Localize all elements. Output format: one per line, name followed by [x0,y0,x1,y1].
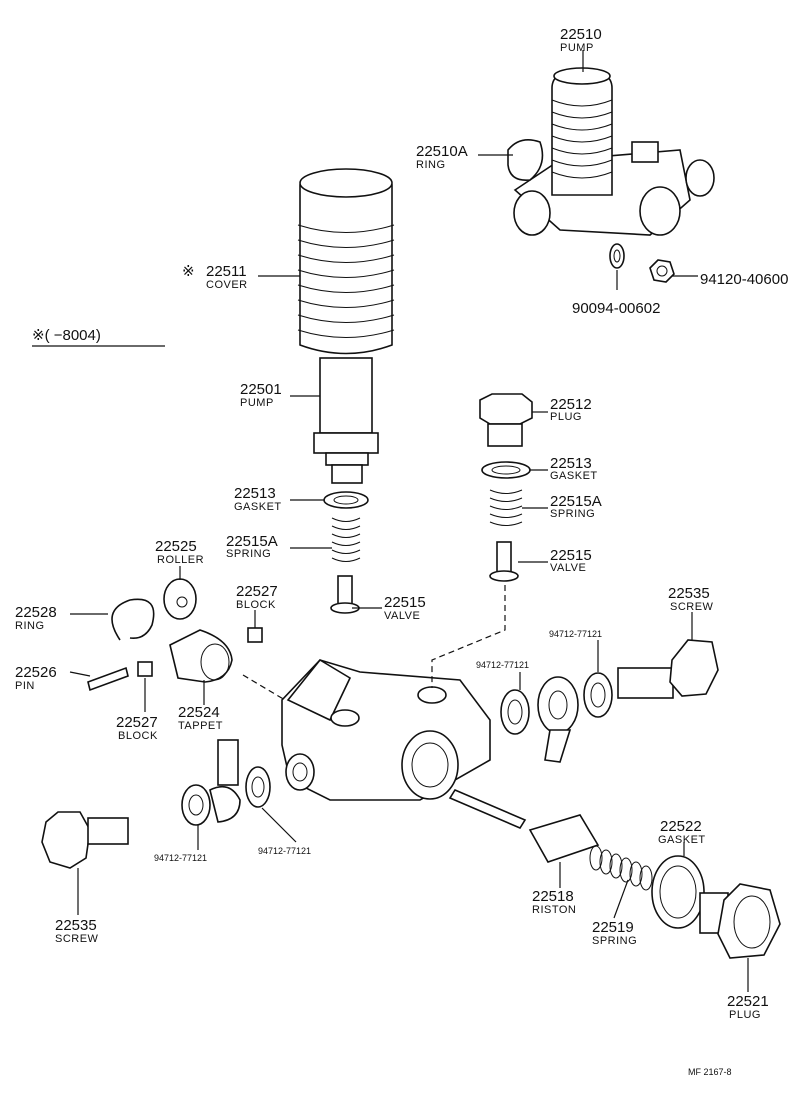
part-name: VALVE [550,562,586,574]
guide-line [431,585,506,688]
right-valve-stack-drawing [479,393,533,582]
part-number: 90094-00602 [572,300,660,317]
part-number: 22519 [592,919,634,936]
part-number: 22521 [727,993,769,1010]
part-number: 22525 [155,538,197,555]
part-number: 22510 [560,26,602,43]
part-number: 22526 [15,664,57,681]
cover-drawing [297,168,395,355]
part-number: 22515A [550,493,602,510]
part-number: 22522 [660,818,702,835]
part-number: 22515 [384,594,426,611]
part-name: PLUG [729,1009,761,1021]
part-number: 94712-77121 [549,629,602,639]
callouts: ※( −8004) 22510 PUMP 22510A RING ※ 22511… [15,26,788,1077]
part-number: 22528 [15,604,57,621]
edition-note: ※( −8004) [32,327,101,344]
part-number: 22501 [240,381,282,398]
part-name: RING [15,620,45,632]
part-name: GASKET [234,501,282,513]
piston-plug-drawing [448,788,781,959]
left-valve-stack-drawing [323,491,369,614]
part-name: SPRING [550,508,595,520]
part-number: 94712-77121 [258,846,311,856]
part-name: VALVE [384,610,420,622]
part-name: PIN [15,680,35,692]
part-name: PUMP [240,397,274,409]
part-number: 22518 [532,888,574,905]
part-number: 22515A [226,533,278,550]
part-name: BLOCK [236,599,276,611]
pump-shaft-drawing [313,357,379,484]
part-name: PLUG [550,411,582,423]
nut-washer-drawing [609,243,675,283]
part-number: 22527 [236,583,278,600]
part-name: GASKET [658,834,706,846]
right-banjo-drawing [500,639,719,763]
part-number: 22510A [416,143,468,160]
part-name: SCREW [670,601,714,613]
part-number: 94120-40600 [700,271,788,288]
pump-assembly-drawing [507,67,715,236]
part-name: SPRING [592,935,637,947]
part-number: 22524 [178,704,220,721]
guide-line [242,674,286,701]
part-number: 22513 [234,485,276,502]
part-name: SPRING [226,548,271,560]
part-name: GASKET [550,470,598,482]
tappet-parts-drawing [87,578,263,692]
part-number: 22513 [550,455,592,472]
supersession-mark: ※ [182,263,195,280]
part-name: SCREW [55,933,99,945]
figure-code: MF 2167-8 [688,1067,732,1077]
pump-body-drawing [281,658,491,801]
part-number: 22511 [206,263,247,280]
part-number: 22535 [55,917,97,934]
part-name: PUMP [560,42,594,54]
part-name: BLOCK [118,730,158,742]
part-number: 94712-77121 [154,853,207,863]
part-number: 94712-77121 [476,660,529,670]
part-name: RISTON [532,904,576,916]
part-number: 22515 [550,547,592,564]
left-banjo-drawing [41,739,271,869]
part-number: 22527 [116,714,158,731]
part-name: RING [416,159,446,171]
leader-lines [32,50,749,992]
part-name: ROLLER [157,554,204,566]
part-number: 22535 [668,585,710,602]
part-name: COVER [206,279,248,291]
part-number: 22512 [550,396,592,413]
part-name: TAPPET [178,720,223,732]
